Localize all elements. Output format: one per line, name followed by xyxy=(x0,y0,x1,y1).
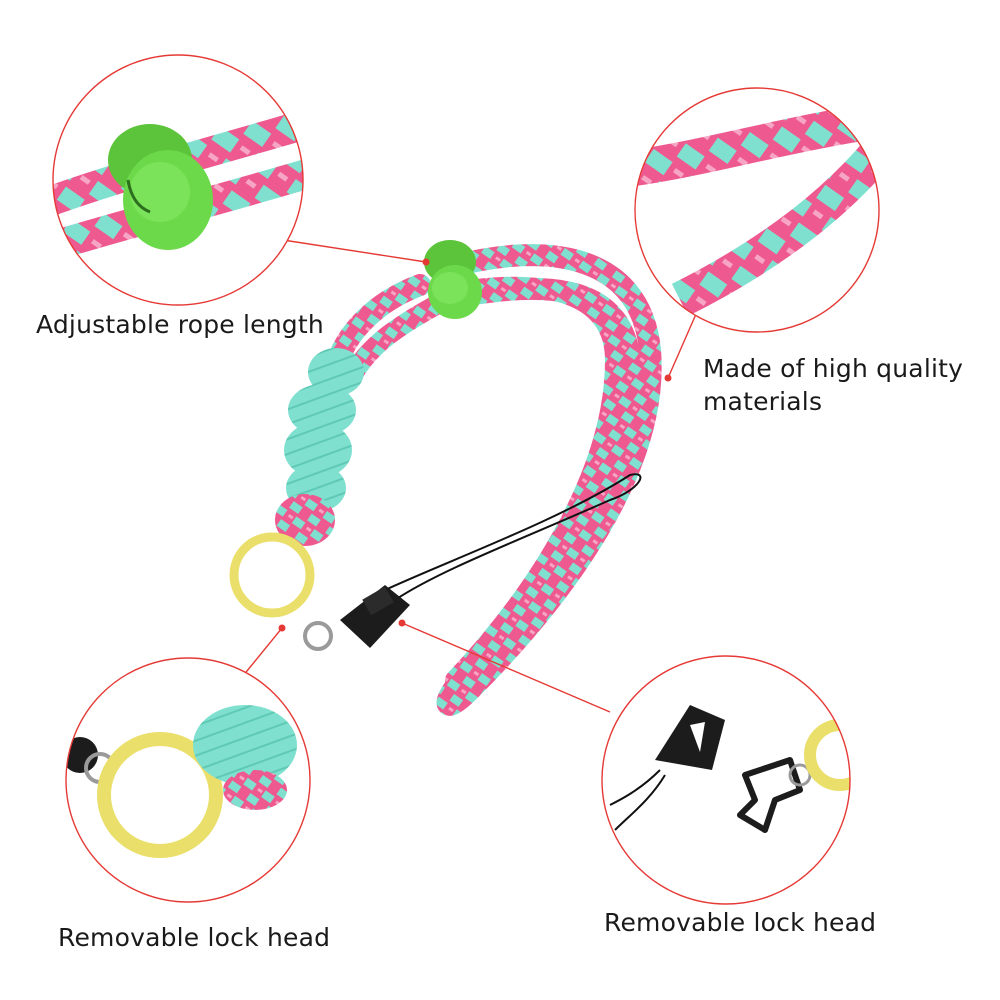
detail-circle-ring xyxy=(65,657,311,903)
callout-material-line1: Made of high quality xyxy=(703,354,964,383)
lanyard xyxy=(229,240,662,716)
cord-lock xyxy=(424,240,482,319)
snap-ring xyxy=(229,532,315,618)
detail-circle-cordlock xyxy=(52,54,304,306)
callout-lock-head-left: Removable lock head xyxy=(58,923,331,952)
teal-knot xyxy=(275,348,364,546)
callout-dots xyxy=(278,258,672,632)
rope-loop-outer xyxy=(429,244,662,716)
callout-lines xyxy=(237,237,701,713)
rope-loop-inner xyxy=(430,276,626,690)
lock-clip xyxy=(340,585,410,648)
detail-circle-material xyxy=(634,87,880,333)
callout-material: Made of high quality materials xyxy=(703,352,963,418)
callout-material-line2: materials xyxy=(703,387,823,416)
callout-lock-head-right: Removable lock head xyxy=(604,908,877,937)
phone-string xyxy=(384,473,642,601)
callout-adjustable-length: Adjustable rope length xyxy=(36,310,324,339)
split-ring xyxy=(303,621,333,651)
detail-circle-clip xyxy=(601,655,851,905)
